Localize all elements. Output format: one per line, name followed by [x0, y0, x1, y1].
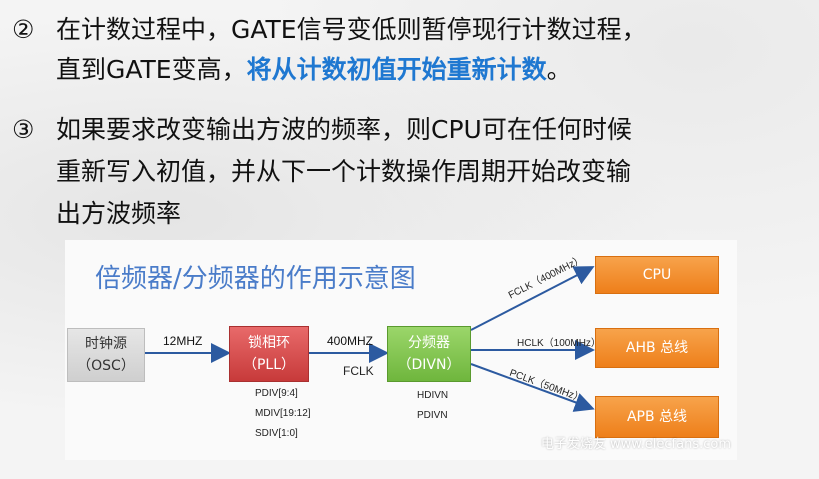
pll-param: SDIV[1:0] — [255, 428, 298, 439]
cpu-box: CPU — [595, 256, 719, 294]
pll-label: 锁相环 — [247, 335, 290, 351]
divn-param: PDIVN — [417, 410, 448, 421]
apb-box: APB 总线 — [595, 396, 719, 438]
item-line: 出方波频率 — [56, 199, 182, 228]
arrow-divn-apb — [470, 363, 595, 412]
item-marker: ② — [12, 15, 35, 44]
fclk-tag: FCLK — [343, 364, 374, 378]
diagram-arrows — [143, 266, 595, 412]
edge-label-12mhz: 12MHZ — [163, 334, 203, 348]
divn-box: 分频器 （DIVN） — [387, 326, 471, 382]
highlight-text: 将从计数初值开始重新计数 — [246, 55, 547, 84]
divn-param: HDIVN — [417, 390, 449, 401]
arrow-divn-cpu — [470, 266, 595, 331]
ahb-box: AHB 总线 — [595, 328, 719, 368]
osc-box: 时钟源 （OSC） — [67, 328, 145, 382]
divn-label-sub: （DIVN） — [397, 357, 461, 373]
item-line: 重新写入初值，并从下一个计数操作周期开始改变输 — [56, 157, 632, 186]
edge-label-400mhz: 400MHZ — [327, 334, 374, 348]
item-line: 如果要求改变输出方波的频率，则CPU可在任何时候 — [56, 115, 632, 144]
watermark-logo: 电子发烧友 www.elecfans.com — [540, 437, 731, 452]
pll-param: PDIV[9:4] — [255, 388, 298, 399]
pll-param: MDIV[19:12] — [255, 408, 311, 419]
diagram-title: 倍频器/分频器的作用示意图 — [95, 264, 416, 294]
clock-diagram: 倍频器/分频器的作用示意图 时钟源 （OSC） 12MHZ 锁相环 （PLL） … — [65, 240, 737, 460]
text-item-2: ② 在计数过程中，GATE信号变低则暂停现行计数过程， 直到GATE变高，将从计… — [0, 12, 819, 92]
item-line: 直到GATE变高，将从计数初值开始重新计数。 — [56, 52, 572, 87]
divn-label: 分频器 — [408, 335, 450, 351]
hclk-edge-label: HCLK（100MHz） — [517, 338, 601, 349]
text-item-3: ③ 如果要求改变输出方波的频率，则CPU可在任何时候 重新写入初值，并从下一个计… — [0, 112, 819, 232]
osc-label-sub: （OSC） — [77, 358, 135, 374]
item-line-tail: 。 — [546, 55, 572, 84]
pll-box: 锁相环 （PLL） — [229, 326, 309, 382]
osc-label: 时钟源 — [85, 336, 127, 352]
item-marker: ③ — [12, 115, 35, 144]
item-line: 在计数过程中，GATE信号变低则暂停现行计数过程， — [56, 15, 647, 44]
pll-label-sub: （PLL） — [242, 357, 296, 373]
item-line-text: 直到GATE变高， — [56, 55, 247, 84]
